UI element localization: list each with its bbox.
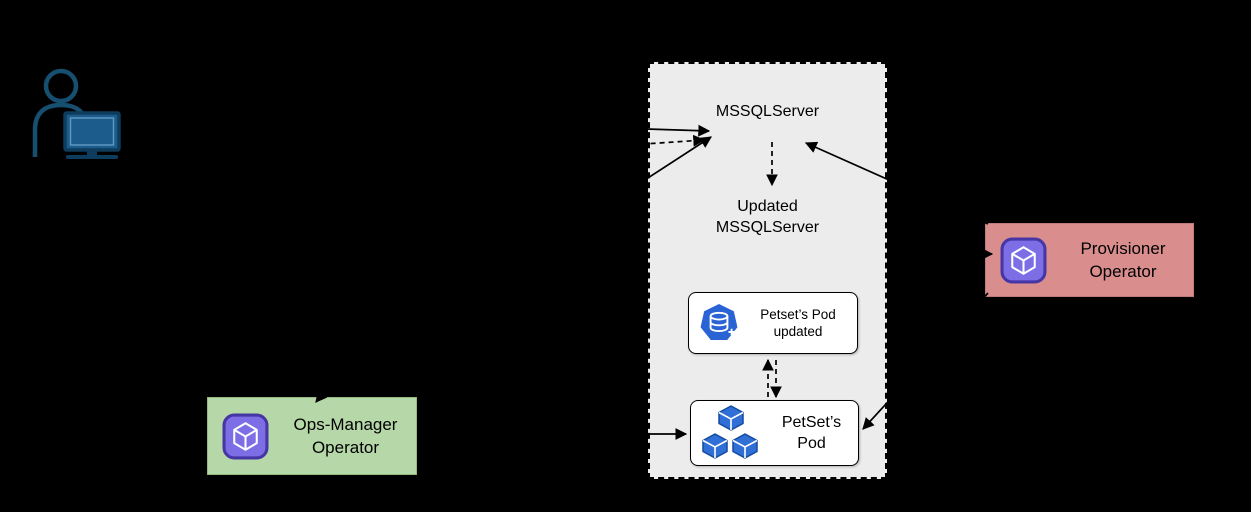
pod-cube-icon xyxy=(702,433,728,459)
petset-pod-updated-node: Petset’s Pod updated xyxy=(688,292,858,354)
monitor-base xyxy=(66,155,118,159)
ops-manager-line1: Ops-Manager xyxy=(293,415,398,434)
monitor-screen-inner xyxy=(69,117,115,146)
ops-manager-operator-node: Ops-Manager Operator xyxy=(207,397,417,475)
provisioner-operator-label: Provisioner Operator xyxy=(1053,237,1193,283)
petset-pod-updated-line2: updated xyxy=(773,324,823,339)
pod-cube-icon xyxy=(732,433,758,459)
provisioner-operator-node: Provisioner Operator xyxy=(985,223,1194,297)
petset-pod-line1: PetSet’s xyxy=(781,414,842,431)
ops-manager-line2: Operator xyxy=(311,438,380,457)
petset-pod-node: PetSet’s Pod xyxy=(690,400,859,466)
petset-pod-updated-label: Petset’s Pod updated xyxy=(739,306,857,340)
updated-mssqlserver-label: Updated MSSQLServer xyxy=(648,196,887,238)
monitor-stand xyxy=(87,150,97,155)
provisioner-line2: Operator xyxy=(1089,262,1157,281)
ops-manager-operator-label: Ops-Manager Operator xyxy=(275,413,416,459)
operator-icon xyxy=(1000,237,1047,283)
pod-cube-icon xyxy=(718,405,744,431)
user-at-computer-icon xyxy=(32,68,121,159)
statefulset-updated-icon xyxy=(700,304,738,341)
mssqlserver-label: MSSQLServer xyxy=(715,103,820,120)
petset-pod-updated-line1: Petset’s Pod xyxy=(760,307,836,322)
arrow-user-to-mssqlserver xyxy=(121,111,711,137)
provisioner-line1: Provisioner xyxy=(1080,239,1166,258)
pod-cubes-group xyxy=(699,404,765,462)
petset-pod-label: PetSet’s Pod xyxy=(765,412,858,454)
operator-icon xyxy=(222,413,269,459)
user-head xyxy=(43,68,79,104)
updated-mssqlserver-line1: Updated xyxy=(737,198,798,215)
plus-icon xyxy=(728,328,735,336)
updated-mssqlserver-line2: MSSQLServer xyxy=(715,219,820,236)
petset-pod-line2: Pod xyxy=(797,435,826,452)
